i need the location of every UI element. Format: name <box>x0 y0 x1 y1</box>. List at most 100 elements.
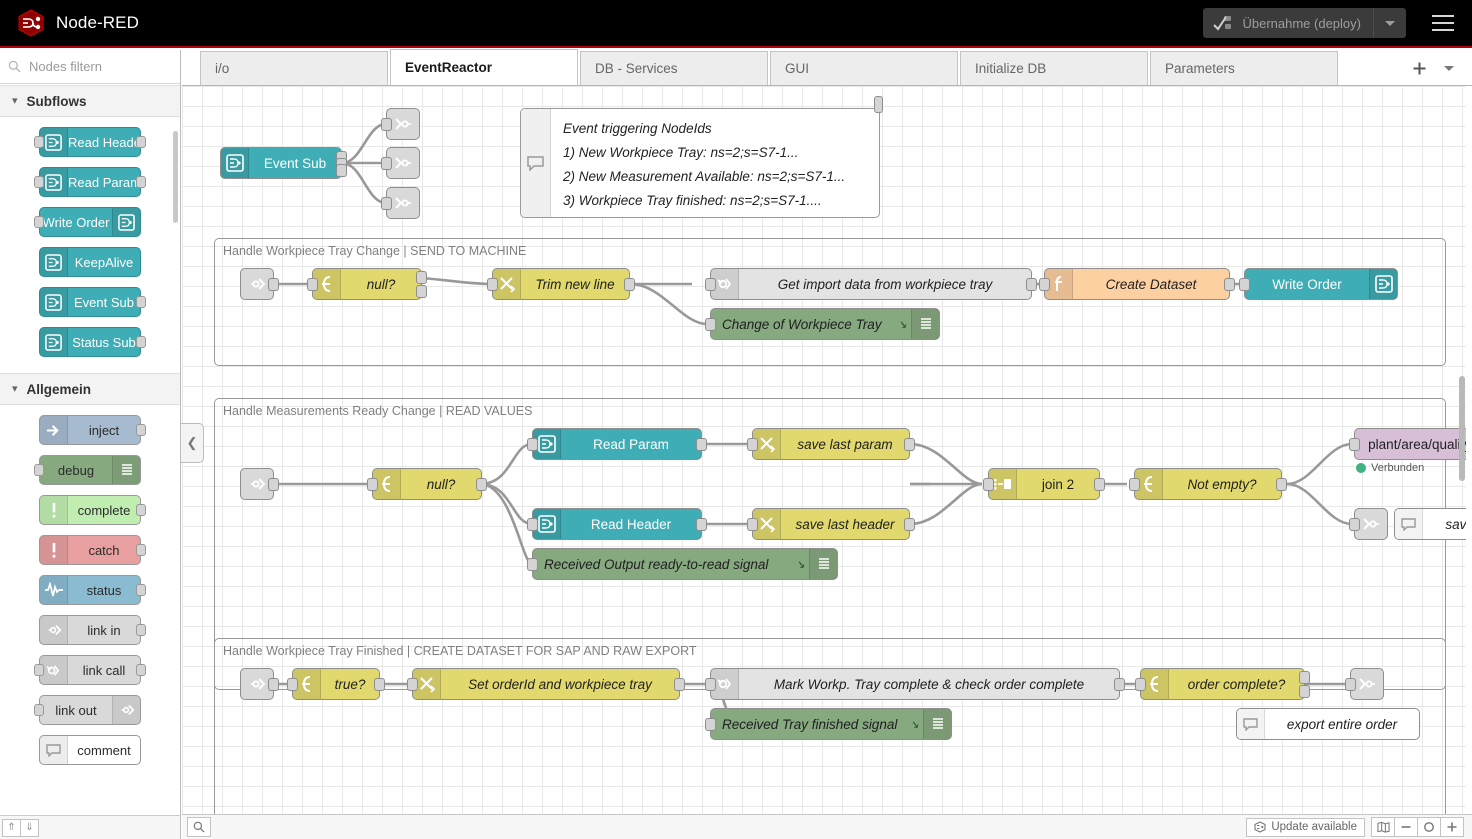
canvas-node-link-in[interactable] <box>240 468 279 500</box>
tab-db-services[interactable]: DB - Services <box>580 51 768 85</box>
node-input-port[interactable] <box>1349 518 1360 531</box>
node-input-port[interactable] <box>381 118 392 131</box>
add-flow-button[interactable] <box>1404 54 1434 82</box>
palette-node-complete[interactable]: complete <box>39 495 146 525</box>
node-output-port[interactable] <box>336 164 347 177</box>
collapse-all-icon[interactable]: ⇑ <box>2 818 21 837</box>
node-output-port[interactable] <box>476 478 487 491</box>
zoom-in-button[interactable] <box>1440 817 1464 837</box>
palette-node-status[interactable]: status <box>39 575 146 605</box>
node-output-port[interactable] <box>904 518 915 531</box>
node-output-port[interactable] <box>1114 678 1125 691</box>
deploy-button[interactable]: Übernahme (deploy) <box>1203 8 1406 38</box>
node-input-port[interactable] <box>1349 438 1360 451</box>
canvas-node-switch[interactable]: true? <box>287 668 385 700</box>
node-output-port[interactable] <box>136 336 146 348</box>
palette-node-keepalive[interactable]: KeepAlive <box>39 247 141 277</box>
node-output-port[interactable] <box>1026 278 1037 291</box>
node-output-port[interactable] <box>416 285 427 298</box>
canvas-search-button[interactable] <box>187 817 211 837</box>
node-output-port[interactable] <box>136 176 146 188</box>
node-output-port[interactable] <box>1299 685 1310 698</box>
node-output-port[interactable] <box>674 678 685 691</box>
canvas-node-link-call[interactable]: Mark Workp. Tray complete & check order … <box>705 668 1125 700</box>
flow-group[interactable]: Handle Workpiece Tray Change | SEND TO M… <box>214 238 1446 366</box>
main-menu-button[interactable] <box>1420 0 1466 47</box>
canvas-node-read-header[interactable]: Read Header <box>527 508 707 540</box>
canvas-node-comment[interactable]: save dataset to cache <box>1394 508 1466 540</box>
node-input-port[interactable] <box>705 678 716 691</box>
node-input-port[interactable] <box>1345 678 1356 691</box>
canvas-node-link-call[interactable]: Get import data from workpiece tray <box>705 268 1037 300</box>
node-input-port[interactable] <box>527 438 538 451</box>
node-output-port[interactable] <box>136 544 146 556</box>
node-output-port[interactable] <box>696 518 707 531</box>
node-output-port[interactable] <box>136 136 146 148</box>
node-output-port[interactable] <box>374 678 385 691</box>
canvas-node-link-in[interactable] <box>240 268 279 300</box>
node-input-port[interactable] <box>287 678 298 691</box>
canvas-node-link-out[interactable] <box>381 147 420 179</box>
node-output-port[interactable] <box>1224 278 1235 291</box>
node-input-port[interactable] <box>34 176 44 188</box>
palette-node-debug[interactable]: debug <box>34 455 141 485</box>
palette-node-comment[interactable]: comment <box>39 735 141 765</box>
canvas-node-link-in[interactable] <box>240 668 279 700</box>
node-output-port[interactable] <box>1276 478 1287 491</box>
canvas-vertical-scrollbar[interactable] <box>1459 376 1465 481</box>
zoom-out-button[interactable] <box>1394 817 1418 837</box>
canvas-node-link-out[interactable] <box>381 187 420 219</box>
node-output-port[interactable] <box>136 504 146 516</box>
node-output-port[interactable] <box>624 278 635 291</box>
canvas-node-link-out[interactable] <box>381 108 420 140</box>
expand-all-icon[interactable]: ⇓ <box>20 818 39 837</box>
node-output-port[interactable] <box>696 438 707 451</box>
node-input-port[interactable] <box>34 216 44 228</box>
palette-collapse-button[interactable]: ❮ <box>181 423 204 463</box>
note-resize-handle[interactable] <box>874 96 883 113</box>
node-output-port[interactable] <box>136 624 146 636</box>
node-input-port[interactable] <box>34 704 44 716</box>
canvas-node-switch[interactable]: Not empty? <box>1129 468 1287 500</box>
palette-scrollbar[interactable] <box>173 131 178 223</box>
tab-list-button[interactable] <box>1434 54 1464 82</box>
node-input-port[interactable] <box>381 197 392 210</box>
flow-canvas[interactable]: Event Sub <box>182 86 1466 814</box>
palette-node-read-param[interactable]: Read Param <box>34 167 146 197</box>
node-output-port[interactable] <box>268 478 279 491</box>
node-output-port[interactable] <box>136 664 146 676</box>
node-input-port[interactable] <box>34 136 44 148</box>
flow-group[interactable]: Handle Workpiece Tray Finished | CREATE … <box>214 638 1446 814</box>
canvas-node-debug[interactable]: Received Tray finished signal ↘ <box>705 708 952 740</box>
tab-gui[interactable]: GUI <box>770 51 958 85</box>
navigator-map-icon[interactable] <box>1371 817 1395 837</box>
node-input-port[interactable] <box>527 518 538 531</box>
canvas-node-change[interactable]: Set orderId and workpiece tray <box>407 668 685 700</box>
node-input-port[interactable] <box>367 478 378 491</box>
update-available-button[interactable]: Update available <box>1246 817 1365 837</box>
tab-i-o[interactable]: i/o <box>200 51 388 85</box>
palette-node-link-out[interactable]: link out <box>34 695 141 725</box>
node-output-port[interactable] <box>136 296 146 308</box>
node-input-port[interactable] <box>487 278 498 291</box>
node-input-port[interactable] <box>705 318 716 331</box>
zoom-reset-button[interactable] <box>1417 817 1441 837</box>
node-input-port[interactable] <box>705 278 716 291</box>
deploy-dropdown-button[interactable] <box>1373 8 1406 38</box>
node-output-port[interactable] <box>136 424 146 436</box>
tab-parameters[interactable]: Parameters <box>1150 51 1338 85</box>
node-output-port[interactable] <box>904 438 915 451</box>
node-input-port[interactable] <box>1239 278 1250 291</box>
node-input-port[interactable] <box>983 478 994 491</box>
node-output-port[interactable] <box>268 278 279 291</box>
node-input-port[interactable] <box>747 518 758 531</box>
palette-category-subflows[interactable]: ▾Subflows <box>0 85 180 117</box>
canvas-node-change[interactable]: save last header <box>747 508 915 540</box>
node-output-port[interactable] <box>1094 478 1105 491</box>
node-input-port[interactable] <box>407 678 418 691</box>
canvas-node-link-out[interactable] <box>1345 668 1384 700</box>
canvas-node-switch[interactable]: null? <box>307 268 427 300</box>
canvas-node-switch[interactable]: order complete? <box>1135 668 1310 700</box>
palette-node-link-call[interactable]: link call <box>34 655 146 685</box>
palette-node-catch[interactable]: catch <box>39 535 146 565</box>
